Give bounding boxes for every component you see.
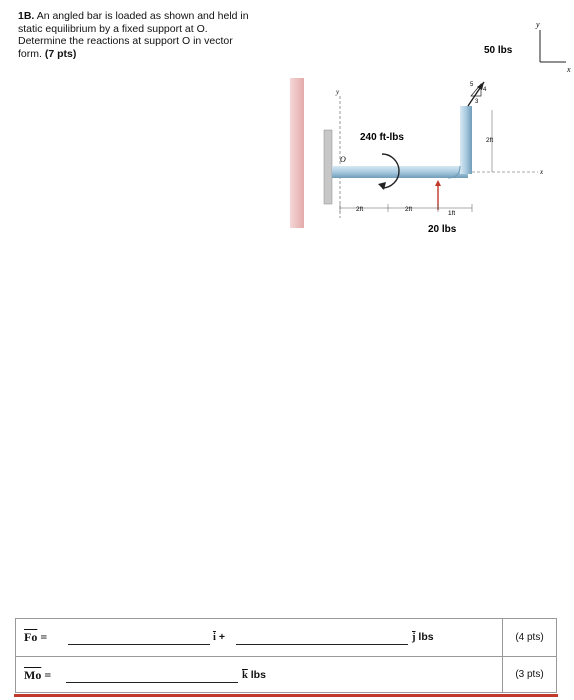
fo-label: Fo [24, 630, 38, 644]
fixed-support [323, 129, 333, 205]
force-top-label: 50 lbs [484, 45, 513, 56]
triangle-horiz: 3 [475, 99, 479, 105]
bottom-rule [14, 694, 558, 697]
y-axis-label: y [335, 88, 340, 96]
axes-y-label: y [535, 20, 540, 29]
coordinate-axes: y x 50 lbs [484, 20, 571, 74]
bar-diagram: y O x 240 ft-lbs 5 4 3 2ft 20 lbs 2ft 2f… [290, 78, 544, 235]
fo-equals: = [40, 630, 48, 644]
vertical-bar [460, 106, 472, 174]
mo-points: (3 pts) [502, 656, 556, 693]
mo-units: lbs [250, 669, 266, 681]
moment-arrow [381, 153, 400, 189]
fo-j-blank[interactable] [236, 644, 408, 645]
fo-points: (4 pts) [502, 619, 556, 656]
x-axis-label: x [539, 168, 544, 176]
problem-text: An angled bar is loaded as shown and hel… [18, 10, 249, 60]
fo-i-blank[interactable] [68, 644, 210, 645]
axes-x-label: x [566, 65, 571, 74]
k-unit: k [242, 670, 248, 681]
dim-vertical: 2ft [486, 137, 493, 144]
wall [290, 78, 304, 228]
dim-2: 2ft [405, 206, 412, 213]
origin-label: O [340, 155, 346, 164]
i-unit: i [213, 632, 216, 643]
mo-k-blank[interactable] [66, 682, 238, 683]
fo-row: Fo = i + j lbs (4 pts) [16, 619, 556, 657]
triangle-hyp: 5 [470, 82, 474, 88]
moment-label: 240 ft-lbs [360, 132, 404, 143]
slope-triangle [470, 83, 482, 97]
problem-points: (7 pts) [44, 47, 77, 60]
answer-table: Fo = i + j lbs (4 pts) Mo = k lbs (3 pts… [15, 618, 557, 693]
horizontal-bar [332, 166, 468, 178]
problem-number: 1B. [18, 10, 35, 22]
dim-1: 2ft [356, 206, 363, 213]
force-bottom-label: 20 lbs [428, 224, 457, 235]
problem-statement: 1B. An angled bar is loaded as shown and… [18, 10, 258, 60]
mo-equals: = [44, 668, 52, 682]
j-unit: j [412, 632, 416, 643]
fo-units: lbs [418, 631, 434, 643]
triangle-vert: 4 [483, 87, 487, 93]
mo-row: Mo = k lbs (3 pts) [16, 656, 556, 693]
mo-label: Mo [24, 668, 42, 682]
dim-3: 1ft [448, 210, 455, 217]
plus-sign: + [218, 631, 225, 643]
